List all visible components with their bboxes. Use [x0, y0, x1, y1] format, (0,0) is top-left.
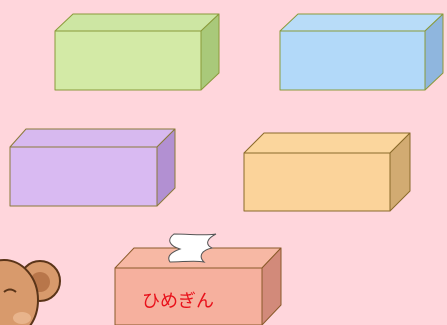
box-purple[interactable] [9, 128, 176, 207]
box-blue-top [279, 13, 444, 32]
tissue-icon[interactable] [168, 233, 217, 263]
tissue-box[interactable]: ひめぎん [114, 233, 282, 325]
box-green[interactable] [54, 13, 220, 91]
box-purple-top [9, 128, 176, 148]
box-blue-front [279, 30, 426, 91]
box-orange[interactable] [243, 132, 411, 212]
box-blue[interactable] [279, 13, 444, 91]
box-purple-front [9, 146, 158, 207]
bear-cheek [13, 312, 31, 324]
box-orange-top [243, 132, 411, 154]
teddy-bear[interactable] [0, 259, 61, 325]
box-green-front [54, 30, 202, 91]
box-green-top [54, 13, 220, 32]
tissue-box-label: ひめぎん [142, 291, 214, 312]
tissue-box-front [114, 267, 263, 325]
bear-head [0, 259, 39, 325]
box-orange-front [243, 152, 391, 212]
bear-eye [3, 288, 17, 293]
